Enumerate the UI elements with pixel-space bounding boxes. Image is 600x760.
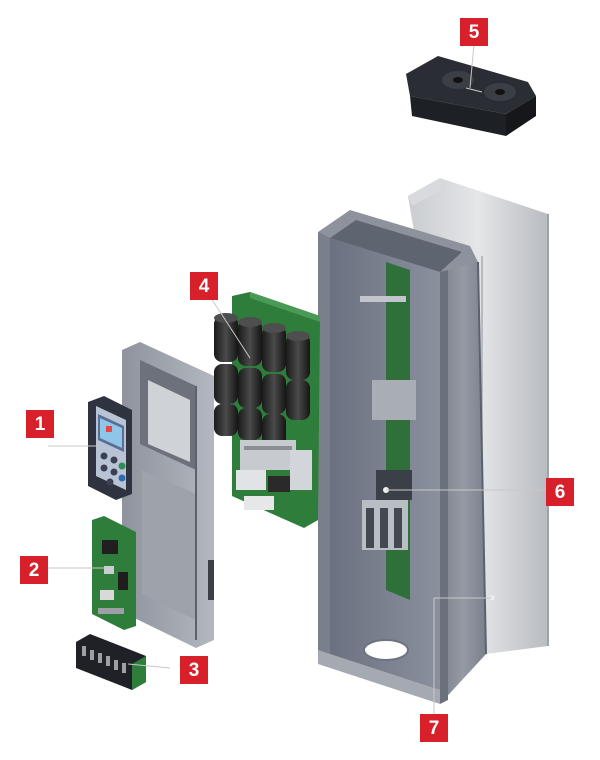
callout-number: 4 (198, 275, 210, 297)
callout-badge-3: 3 (180, 656, 208, 684)
callout-badge-2: 2 (20, 556, 48, 584)
capacitor-board-part (214, 292, 320, 528)
callout-leader-lines (48, 43, 548, 718)
enclosure-housing-part (318, 178, 549, 704)
keypad-display-part (88, 396, 132, 500)
cooling-fan-part (406, 56, 536, 136)
callout-badge-4: 4 (190, 272, 218, 300)
callout-number: 5 (468, 21, 480, 43)
callout-badge-7: 7 (420, 714, 448, 742)
callout-number: 3 (188, 659, 200, 681)
callout-badge-6: 6 (546, 478, 574, 506)
terminal-connector-part (76, 634, 146, 690)
callout-number: 2 (28, 559, 40, 581)
callout-number: 6 (554, 481, 566, 503)
callout-number: 1 (34, 413, 46, 435)
callout-badge-5: 5 (460, 18, 488, 46)
mounting-frame-part (122, 342, 214, 648)
callout-badge-1: 1 (26, 410, 54, 438)
callout-number: 7 (428, 717, 440, 739)
control-board-part (92, 516, 136, 630)
